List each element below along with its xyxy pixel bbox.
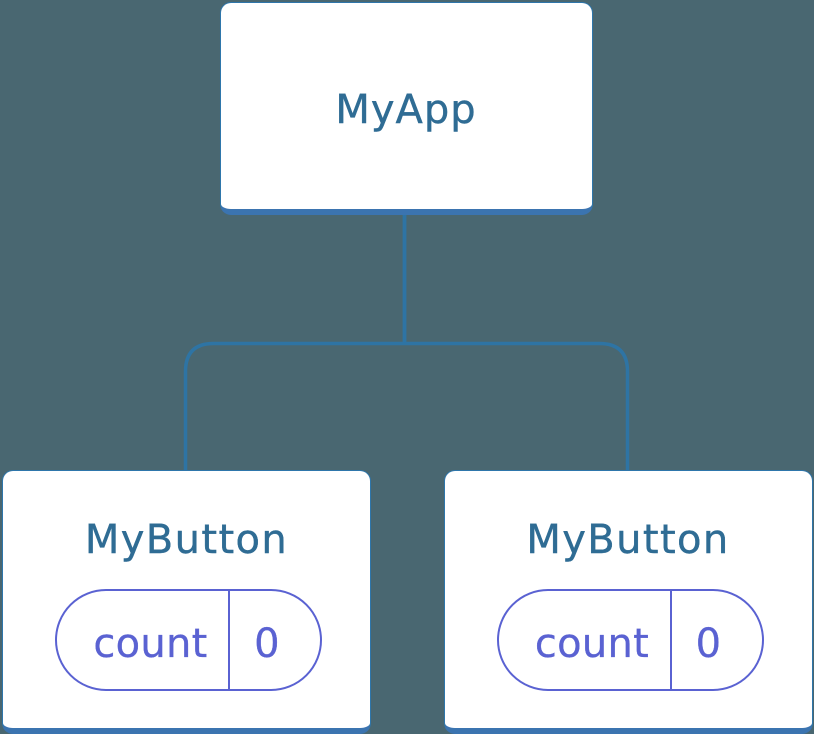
node-myapp-label: MyApp bbox=[335, 86, 477, 133]
state-name: count bbox=[93, 620, 208, 667]
node-myapp bbox=[219, 2, 593, 215]
state-pill-right: count 0 bbox=[496, 588, 764, 691]
state-value-cell: 0 bbox=[672, 591, 762, 689]
state-name-cell: count bbox=[57, 590, 230, 689]
state-name-cell: count bbox=[499, 590, 672, 689]
state-name: count bbox=[534, 620, 650, 667]
state-value: 0 bbox=[695, 620, 722, 667]
state-pill-left: count 0 bbox=[55, 588, 322, 691]
state-value: 0 bbox=[254, 620, 280, 667]
node-mybutton-right-label: MyButton bbox=[526, 517, 730, 563]
state-value-cell: 0 bbox=[230, 591, 320, 689]
connector-children-bracket bbox=[183, 341, 630, 471]
node-mybutton-left-label: MyButton bbox=[84, 517, 289, 563]
